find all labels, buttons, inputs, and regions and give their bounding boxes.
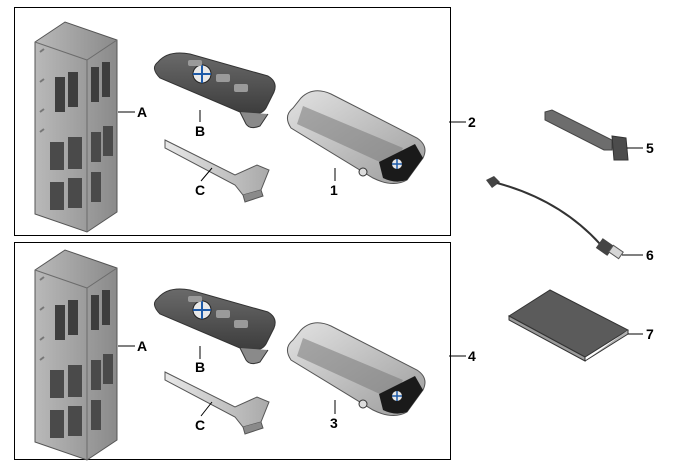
control-unit-icon <box>34 21 118 233</box>
callout-5: 5 <box>646 140 654 156</box>
display-key-icon <box>286 90 426 185</box>
callout-6: 6 <box>646 247 654 263</box>
callout-a-top: A <box>137 104 148 120</box>
display-key-icon <box>286 322 426 417</box>
callout-4: 4 <box>468 348 476 364</box>
callout-c-top: C <box>195 182 206 198</box>
booklet-icon <box>508 289 630 362</box>
callout-2: 2 <box>468 114 476 130</box>
callout-b-bottom: B <box>195 359 206 375</box>
control-unit-icon <box>34 249 118 461</box>
callout-c-bottom: C <box>195 417 206 433</box>
flat-tool-icon <box>544 109 629 161</box>
callout-7: 7 <box>646 326 654 342</box>
callout-1: 1 <box>330 182 338 198</box>
callout-3: 3 <box>330 415 338 431</box>
key-blade-icon <box>164 139 270 203</box>
callout-a-bottom: A <box>137 338 148 354</box>
bmw-key-fob-icon <box>153 288 277 365</box>
key-blade-icon <box>164 371 270 435</box>
callout-b-top: B <box>195 123 206 139</box>
usb-cable-icon <box>486 176 624 260</box>
bmw-key-fob-icon <box>153 52 277 129</box>
